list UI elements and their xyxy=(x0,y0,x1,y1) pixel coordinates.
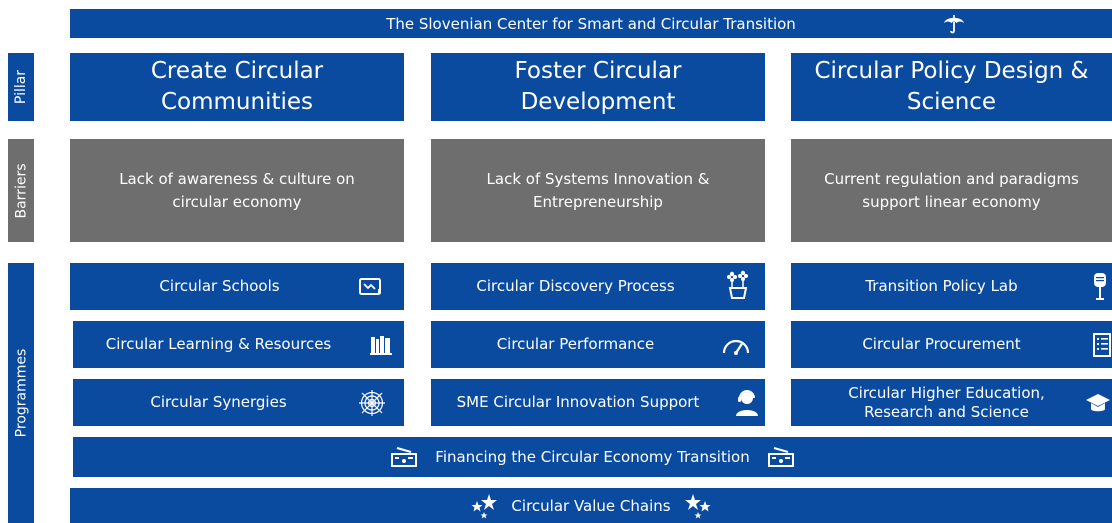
programme-label: Circular Discovery Process xyxy=(476,277,675,295)
programme-label: Circular Learning & Resources xyxy=(105,335,332,353)
books-icon xyxy=(369,333,393,357)
umbrella-icon xyxy=(942,12,966,36)
programme-circular-synergies: Circular Synergies xyxy=(73,379,404,426)
value-chains-label: Circular Value Chains xyxy=(511,496,671,515)
checklist-icon xyxy=(1093,332,1111,357)
barrier-systems-innovation: Lack of Systems Innovation & Entrepreneu… xyxy=(431,139,765,242)
row-label-programmes: Programmes xyxy=(8,263,34,523)
programme-label: SME Circular Innovation Support xyxy=(456,393,700,411)
gauge-icon xyxy=(721,333,751,357)
stars-icon xyxy=(683,493,713,519)
pillar-title: Circular Policy Design & Science xyxy=(814,58,1089,115)
programme-sme-circular-innovation-support: SME Circular Innovation Support xyxy=(431,379,765,426)
barrier-text: Current regulation and paradigms support… xyxy=(824,169,1079,211)
whiteboard-icon xyxy=(358,275,382,299)
programme-circular-performance: Circular Performance xyxy=(431,321,765,368)
header-bar: The Slovenian Center for Smart and Circu… xyxy=(70,9,1112,38)
pillar-title: Foster Circular Development xyxy=(514,58,682,115)
programme-circular-higher-education: Circular Higher Education, Research and … xyxy=(791,379,1112,426)
programme-circular-schools: Circular Schools xyxy=(70,263,404,310)
barrier-text: Lack of Systems Innovation & Entrepreneu… xyxy=(486,169,710,211)
programme-transition-policy-lab: Transition Policy Lab xyxy=(791,263,1112,310)
row-label-barriers: Barriers xyxy=(8,139,34,242)
programme-label: Circular Procurement xyxy=(862,335,1021,353)
pillar-foster-circular-development: Foster Circular Development xyxy=(431,53,765,121)
web-icon xyxy=(358,389,386,417)
programme-label: Circular Higher Education, Research and … xyxy=(848,383,1045,421)
programme-label: Transition Policy Lab xyxy=(865,277,1018,295)
programme-label: Circular Performance xyxy=(496,335,655,353)
programme-circular-discovery-process: Circular Discovery Process xyxy=(431,263,765,310)
stars-icon xyxy=(469,493,499,519)
programme-label: Circular Synergies xyxy=(150,393,287,411)
graduation-cap-icon xyxy=(1085,392,1111,414)
barrier-current-regulation: Current regulation and paradigms support… xyxy=(791,139,1112,242)
pillar-create-circular-communities: Create Circular Communities xyxy=(70,53,404,121)
programme-label: Circular Schools xyxy=(159,277,280,295)
barrier-awareness-culture: Lack of awareness & culture on circular … xyxy=(70,139,404,242)
flower-pot-icon xyxy=(725,269,751,300)
pillar-title: Create Circular Communities xyxy=(150,58,324,115)
value-chains-bar: Circular Value Chains xyxy=(70,488,1112,523)
cash-register-icon xyxy=(767,446,794,468)
pillar-circular-policy-design-science: Circular Policy Design & Science xyxy=(791,53,1112,121)
microphone-icon xyxy=(1091,272,1109,302)
programme-circular-learning-resources: Circular Learning & Resources xyxy=(73,321,404,368)
programme-circular-procurement: Circular Procurement xyxy=(791,321,1112,368)
financing-label: Financing the Circular Economy Transitio… xyxy=(435,448,750,466)
header-title: The Slovenian Center for Smart and Circu… xyxy=(386,14,796,33)
row-label-pillar: Pillar xyxy=(8,53,34,121)
barrier-text: Lack of awareness & culture on circular … xyxy=(119,169,355,211)
financing-bar: Financing the Circular Economy Transitio… xyxy=(73,437,1112,477)
support-person-icon xyxy=(734,389,760,417)
cash-register-icon xyxy=(391,446,418,468)
